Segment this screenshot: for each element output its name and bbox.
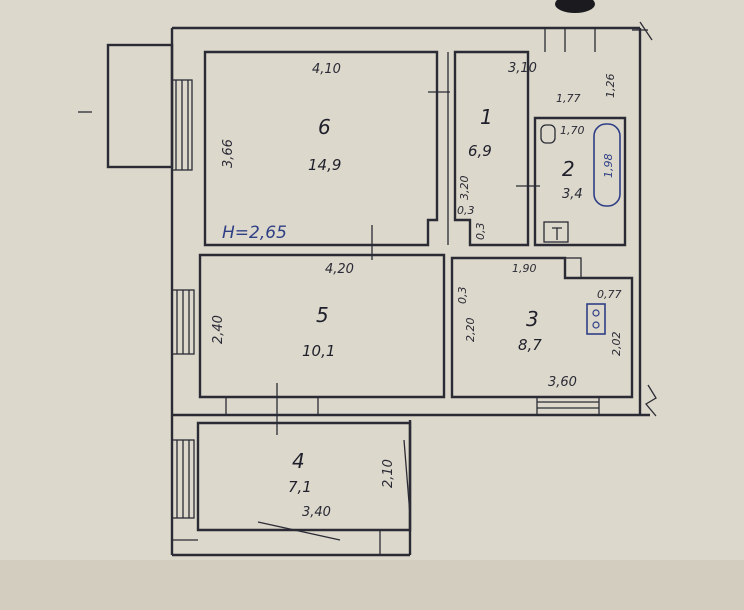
corner-smudge xyxy=(555,0,595,13)
room-2-number: 2 xyxy=(562,157,575,181)
room-5-width: 4,20 xyxy=(325,262,354,277)
room-4 xyxy=(172,421,412,555)
room-2 xyxy=(533,116,627,247)
corridor-width: 1,77 xyxy=(556,92,581,105)
room-4-height: 2,10 xyxy=(381,459,396,488)
room-3-height: 2,20 xyxy=(464,318,477,343)
room-5-number: 5 xyxy=(316,303,329,327)
sink-icon xyxy=(543,221,569,243)
room-2-width: 1,70 xyxy=(560,124,585,137)
kitchen-inner-dim: 1,90 xyxy=(512,262,537,275)
room-2-area: 3,4 xyxy=(562,187,583,202)
kitchen-right-dim: 2,02 xyxy=(610,332,623,357)
room-2-labels: 1,70 2 3,4 1,98 xyxy=(560,124,615,202)
kitchen-window xyxy=(536,396,600,416)
room-5-area: 10,1 xyxy=(302,342,335,360)
small-dim-d: 0,77 xyxy=(597,288,622,301)
room-3-labels: 1,90 0,3 2,20 3 8,7 3,60 0,77 2,02 xyxy=(456,262,623,390)
room-6-number: 6 xyxy=(318,115,331,139)
room-6-area: 14,9 xyxy=(308,156,341,174)
room-3-area: 8,7 xyxy=(518,336,542,354)
bathtub-icon xyxy=(593,123,621,207)
room-1-width: 3,10 xyxy=(508,61,537,76)
small-dim-b: 0,3 xyxy=(474,223,487,241)
left-windows xyxy=(171,79,195,519)
small-dim-c: 0,3 xyxy=(456,287,469,305)
room-4-area: 7,1 xyxy=(288,478,312,496)
small-dim-a: 0,3 xyxy=(457,204,475,217)
room-2-height: 1,98 xyxy=(602,154,615,179)
room-4-number: 4 xyxy=(292,449,305,473)
room-4-labels: 4 7,1 3,40 2,10 xyxy=(288,449,396,520)
room-5 xyxy=(198,253,446,435)
room-6-labels: 4,10 3,66 6 14,9 H=2,65 xyxy=(221,62,341,243)
room-3 xyxy=(450,256,634,416)
room-6-height: 3,66 xyxy=(221,139,236,168)
room-6-width: 4,10 xyxy=(312,62,341,77)
toilet-icon xyxy=(540,124,556,144)
room-3-number: 3 xyxy=(526,307,539,331)
room-1 xyxy=(453,28,596,247)
room-1-height: 3,20 xyxy=(458,176,471,201)
paper-shade-bottom xyxy=(0,560,744,610)
room-4-width: 3,40 xyxy=(302,505,331,520)
right-top-dim: 1,26 xyxy=(604,74,617,99)
room-1-number: 1 xyxy=(480,105,493,129)
room-1-labels: 3,10 1 6,9 3,20 0,3 0,3 1,77 1,26 xyxy=(457,61,617,240)
ceiling-height: H=2,65 xyxy=(222,223,287,243)
room-5-height: 2,40 xyxy=(211,315,226,344)
room-5-labels: 4,20 2,40 5 10,1 xyxy=(211,262,354,360)
stove-icon xyxy=(586,303,606,335)
room-1-area: 6,9 xyxy=(468,142,492,160)
room-3-width: 3,60 xyxy=(548,375,577,390)
